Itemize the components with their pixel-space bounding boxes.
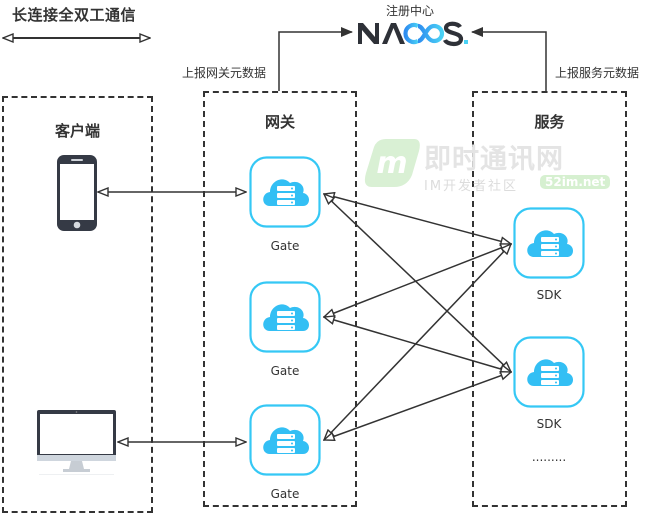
- sdk-node-1-label: SDK: [536, 288, 562, 302]
- gate3-sdk1-link: [324, 244, 511, 440]
- gate-node-3-label: Gate: [270, 487, 300, 501]
- gateway-report-label: 上报网关元数据: [182, 66, 267, 80]
- svg-text:m: m: [376, 146, 407, 181]
- desktop-device: [37, 409, 117, 477]
- more-services-ellipsis: .........: [531, 450, 567, 464]
- service-report-line: [471, 27, 547, 91]
- watermark-subtitle: IM开发者社区: [424, 179, 519, 194]
- gate-node-1[interactable]: [249, 156, 321, 228]
- gate3-sdk2-link: [324, 372, 511, 440]
- watermark-domain: 52im.net: [540, 175, 611, 189]
- client-group-title: 客户端: [54, 122, 100, 140]
- cloud-server-icon: [249, 281, 321, 353]
- cloud-server-icon: [513, 336, 585, 408]
- nacos-logo-icon: [358, 21, 468, 47]
- watermark-title: 即时通讯网: [424, 144, 564, 175]
- gate2-sdk1-link: [324, 244, 511, 317]
- cloud-server-icon: [513, 207, 585, 279]
- gateway-group-title: 网关: [264, 113, 295, 131]
- watermark: m 即时通讯网 IM开发者社区 52im.net: [362, 135, 622, 195]
- desktop-monitor-icon: [37, 410, 116, 475]
- mobile-phone-device: [56, 154, 98, 232]
- registry-label: 注册中心: [386, 4, 435, 18]
- mobile-phone-icon: [57, 155, 97, 231]
- gate1-sdk2-link: [324, 194, 511, 372]
- client-group: 客户端: [2, 96, 153, 513]
- gate-node-1-label: Gate: [270, 239, 300, 253]
- service-group-title: 服务: [534, 113, 565, 131]
- gate-node-2[interactable]: [249, 281, 321, 353]
- gate-node-3[interactable]: [249, 404, 321, 476]
- sdk-node-2[interactable]: [513, 336, 585, 408]
- gate-node-2-label: Gate: [270, 364, 300, 378]
- sdk-node-1[interactable]: [513, 207, 585, 279]
- watermark-logo-icon: m: [364, 139, 420, 187]
- nacos-logo: [356, 18, 470, 48]
- gateway-report-line: [278, 27, 353, 91]
- gate1-sdk1-link: [324, 194, 511, 244]
- service-report-label: 上报服务元数据: [555, 66, 640, 80]
- sdk-node-2-label: SDK: [536, 417, 562, 431]
- cloud-server-icon: [249, 404, 321, 476]
- cloud-server-icon: [249, 156, 321, 228]
- legend-title: 长连接全双工通信: [12, 6, 137, 24]
